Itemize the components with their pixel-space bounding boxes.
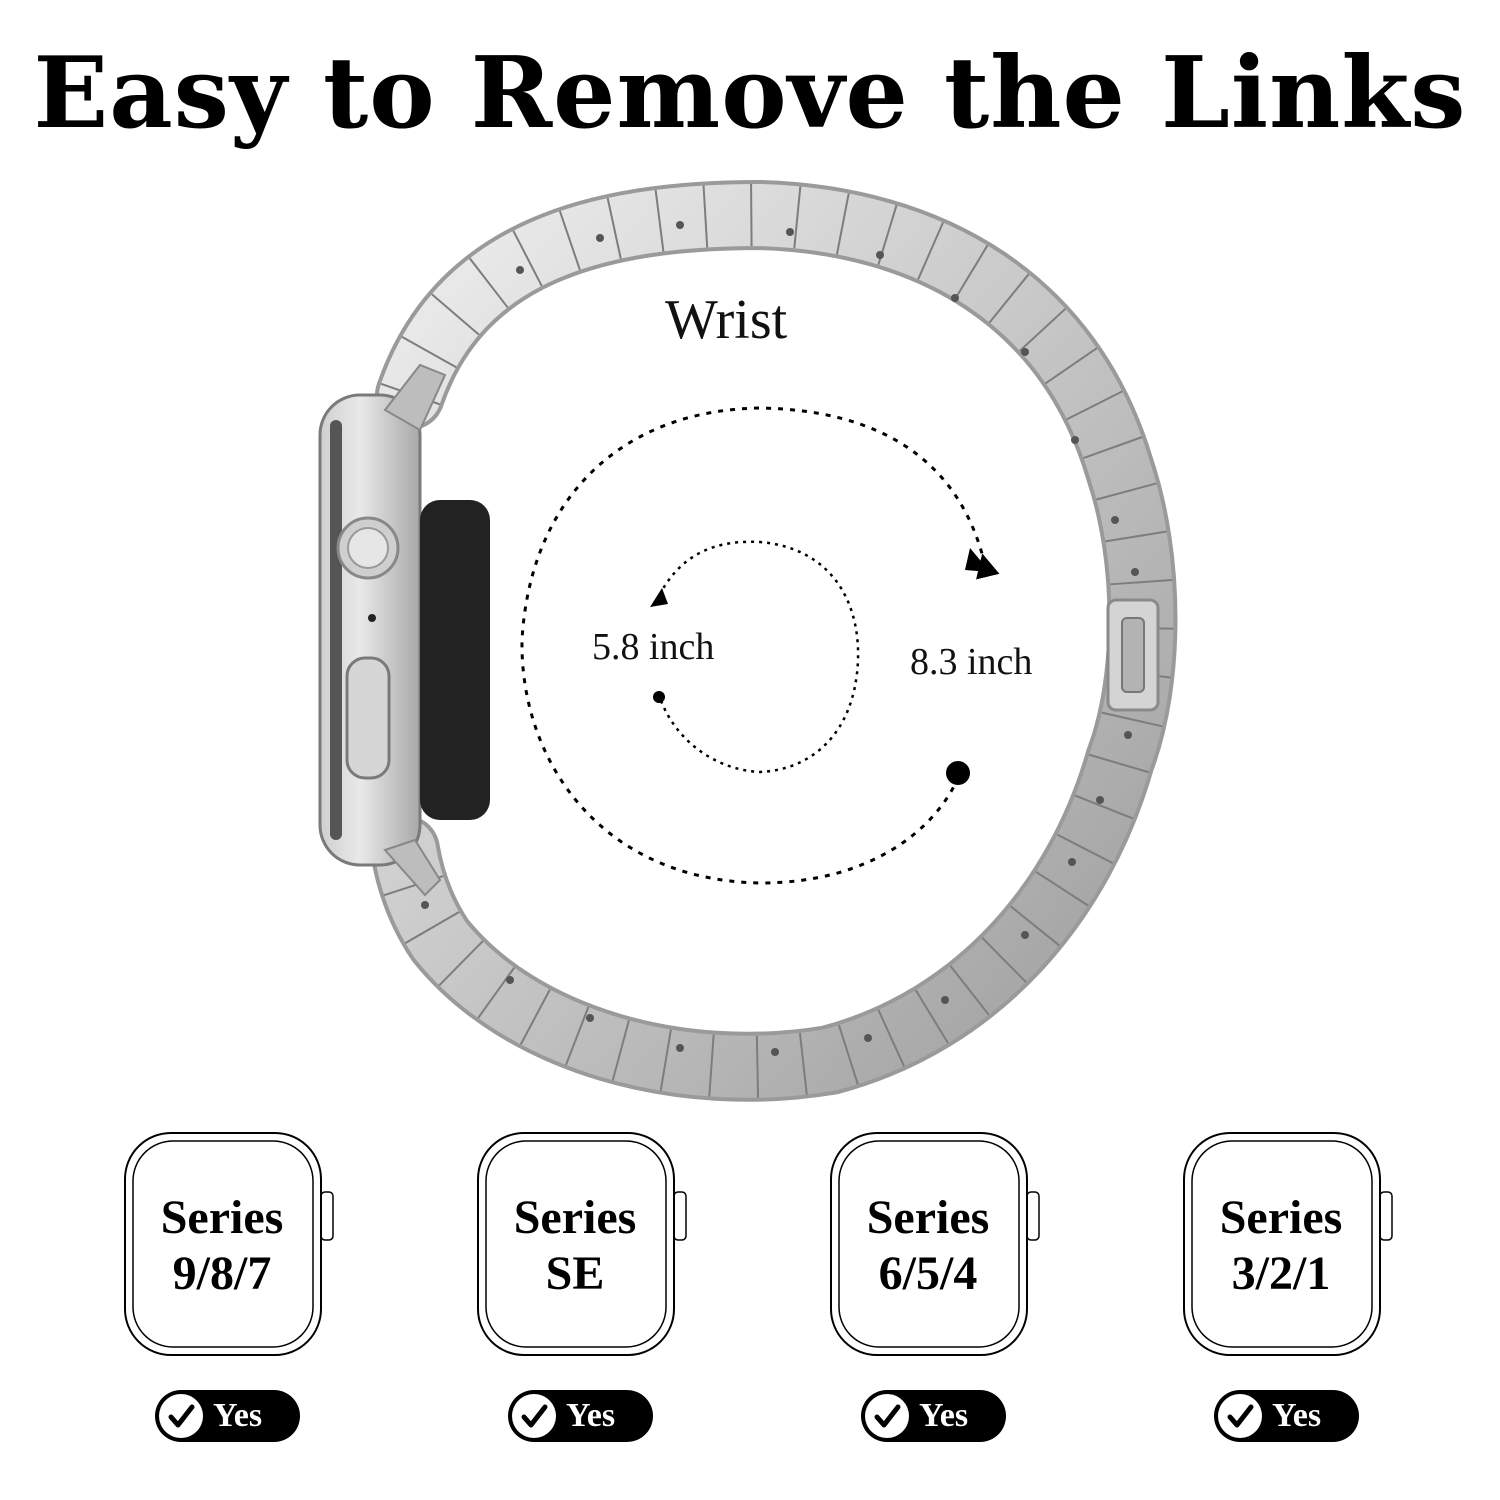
watch-outline-icon xyxy=(830,1132,1040,1356)
status-text: Yes xyxy=(919,1397,969,1434)
watch-band-illustration xyxy=(318,179,1178,1102)
compat-card-series-6-5-4: Series 6/5/4 xyxy=(828,1130,1043,1360)
series-line1: Series xyxy=(866,1191,990,1244)
compat-status-badge: Yes xyxy=(508,1390,653,1442)
status-text: Yes xyxy=(1272,1397,1322,1434)
min-size-label: 5.8 inch xyxy=(592,626,715,668)
compatibility-list: Series 9/8/7 Yes Series SE Yes xyxy=(0,1120,1500,1460)
compat-status-badge: Yes xyxy=(861,1390,1006,1442)
series-line2: 3/2/1 xyxy=(1231,1247,1331,1300)
check-icon xyxy=(1218,1394,1262,1438)
compat-card-series-9-8-7: Series 9/8/7 xyxy=(122,1130,337,1360)
page-title: Easy to Remove the Links xyxy=(33,36,1467,151)
status-text: Yes xyxy=(213,1397,263,1434)
check-icon xyxy=(159,1394,203,1438)
compat-card-series-3-2-1: Series 3/2/1 xyxy=(1181,1130,1396,1360)
watch-outline-icon xyxy=(477,1132,687,1356)
compat-status-badge: Yes xyxy=(155,1390,300,1442)
max-size-label: 8.3 inch xyxy=(910,641,1033,683)
series-line1: Series xyxy=(513,1191,637,1244)
status-text: Yes xyxy=(566,1397,616,1434)
watch-case xyxy=(318,363,490,897)
check-icon xyxy=(512,1394,556,1438)
watch-outline-icon xyxy=(1183,1132,1393,1356)
series-line2: 6/5/4 xyxy=(878,1247,978,1300)
wrist-label: Wrist xyxy=(665,289,788,351)
metal-band xyxy=(370,179,1178,1102)
compat-status-badge: Yes xyxy=(1214,1390,1359,1442)
series-line2: 9/8/7 xyxy=(172,1247,272,1300)
watch-outline-icon xyxy=(124,1132,334,1356)
series-line2: SE xyxy=(545,1247,605,1300)
series-line1: Series xyxy=(1219,1191,1343,1244)
series-line1: Series xyxy=(160,1191,284,1244)
size-arcs xyxy=(520,406,1000,885)
compat-card-series-se: Series SE xyxy=(475,1130,690,1360)
check-icon xyxy=(865,1394,909,1438)
